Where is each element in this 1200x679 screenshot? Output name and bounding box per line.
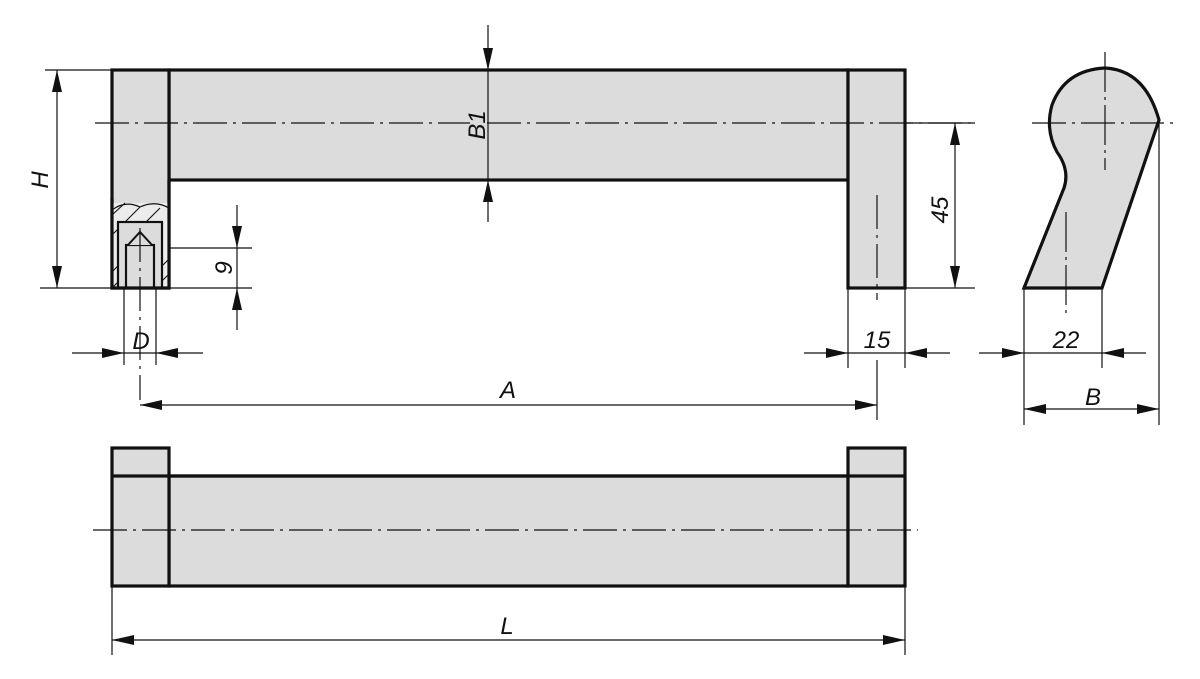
dim-label-H: H	[27, 171, 54, 189]
dim-label-9: 9	[211, 261, 238, 274]
dim-label-15: 15	[864, 327, 891, 354]
side-profile	[1021, 66, 1161, 290]
top-left-post	[110, 446, 171, 588]
dim-label-D: D	[132, 328, 149, 355]
side-view: 22 B	[979, 52, 1177, 425]
top-grip-bar	[167, 474, 850, 588]
dim-label-L: L	[500, 613, 513, 640]
dim-label-B1: B1	[464, 110, 491, 139]
front-view: H B1 9 D 15 45	[27, 25, 975, 420]
dim-label-45: 45	[927, 196, 954, 223]
top-right-post	[846, 446, 907, 588]
dim-label-B: B	[1085, 384, 1101, 411]
grip-bar	[167, 68, 850, 182]
dim-label-A: A	[498, 377, 516, 404]
dim-label-22: 22	[1052, 327, 1080, 354]
top-view: L	[93, 446, 918, 655]
